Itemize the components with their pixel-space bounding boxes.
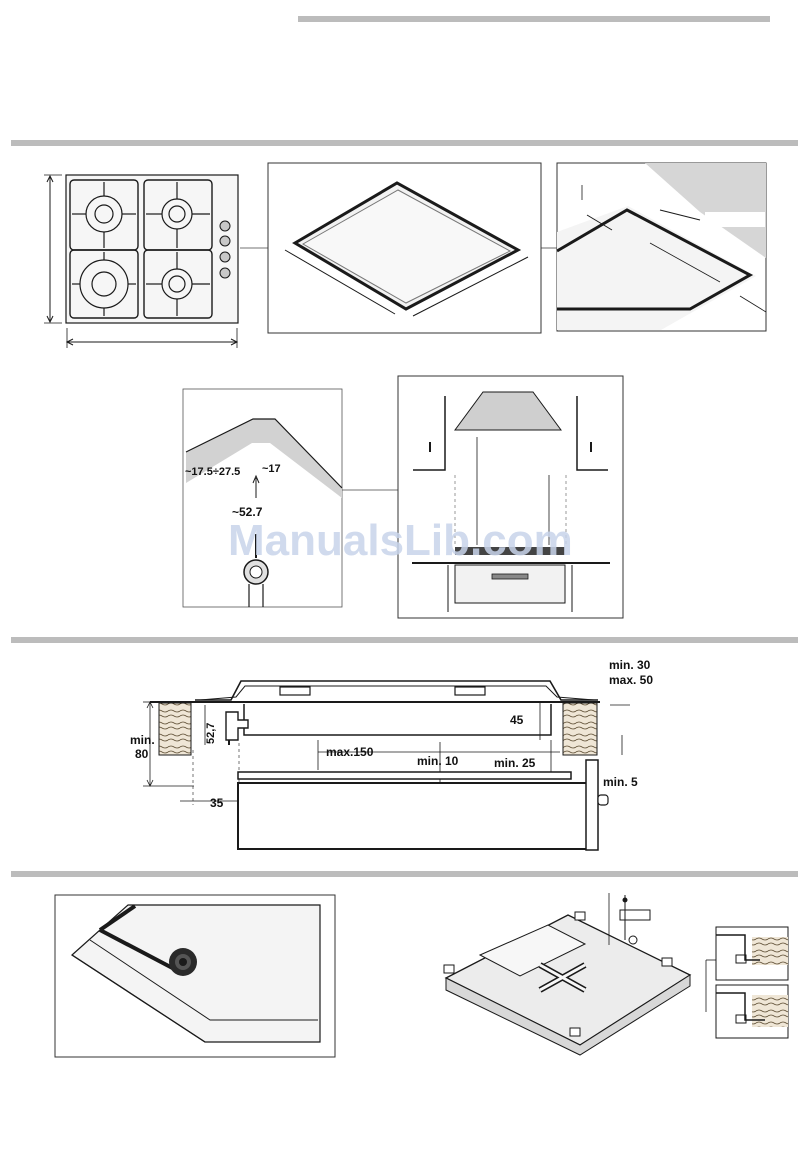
- seal-panel: [54, 894, 336, 1058]
- gas-dim-3: ~52.7: [232, 505, 263, 519]
- dim-min25: min. 25: [494, 756, 536, 770]
- watermark-text: ManualsLib.com: [228, 516, 573, 565]
- hob-cutout-panel: [267, 162, 542, 334]
- dim-max150: max.150: [326, 745, 374, 759]
- dim-35: 35: [210, 796, 224, 810]
- section-divider-3: [11, 871, 798, 877]
- dim-max50: max. 50: [609, 673, 653, 687]
- gas-dim-1: ~17.5÷27.5: [185, 466, 240, 478]
- dim-min10: min. 10: [417, 754, 459, 768]
- cooker-hood-panel: [397, 375, 624, 619]
- section-divider-1: [11, 140, 798, 146]
- gas-dim-2: ~17: [262, 463, 281, 475]
- gas-connection-panel: [182, 388, 343, 608]
- fixing-brackets-panel: [443, 893, 692, 1056]
- dim-min30: min. 30: [609, 658, 651, 672]
- hob-top-view: [44, 174, 239, 348]
- bracket-detail-panel: [705, 926, 789, 1039]
- dim-45: 45: [510, 713, 524, 727]
- dim-min-label: min.: [130, 733, 155, 747]
- section-view: [143, 680, 630, 851]
- dim-min5: min. 5: [603, 775, 638, 789]
- top-header-bar: [298, 16, 770, 22]
- section-divider-2: [11, 637, 798, 643]
- corner-cutout-panel: [556, 162, 767, 332]
- dim-80: 80: [135, 747, 149, 761]
- dim-52-7: 52,7: [205, 723, 217, 744]
